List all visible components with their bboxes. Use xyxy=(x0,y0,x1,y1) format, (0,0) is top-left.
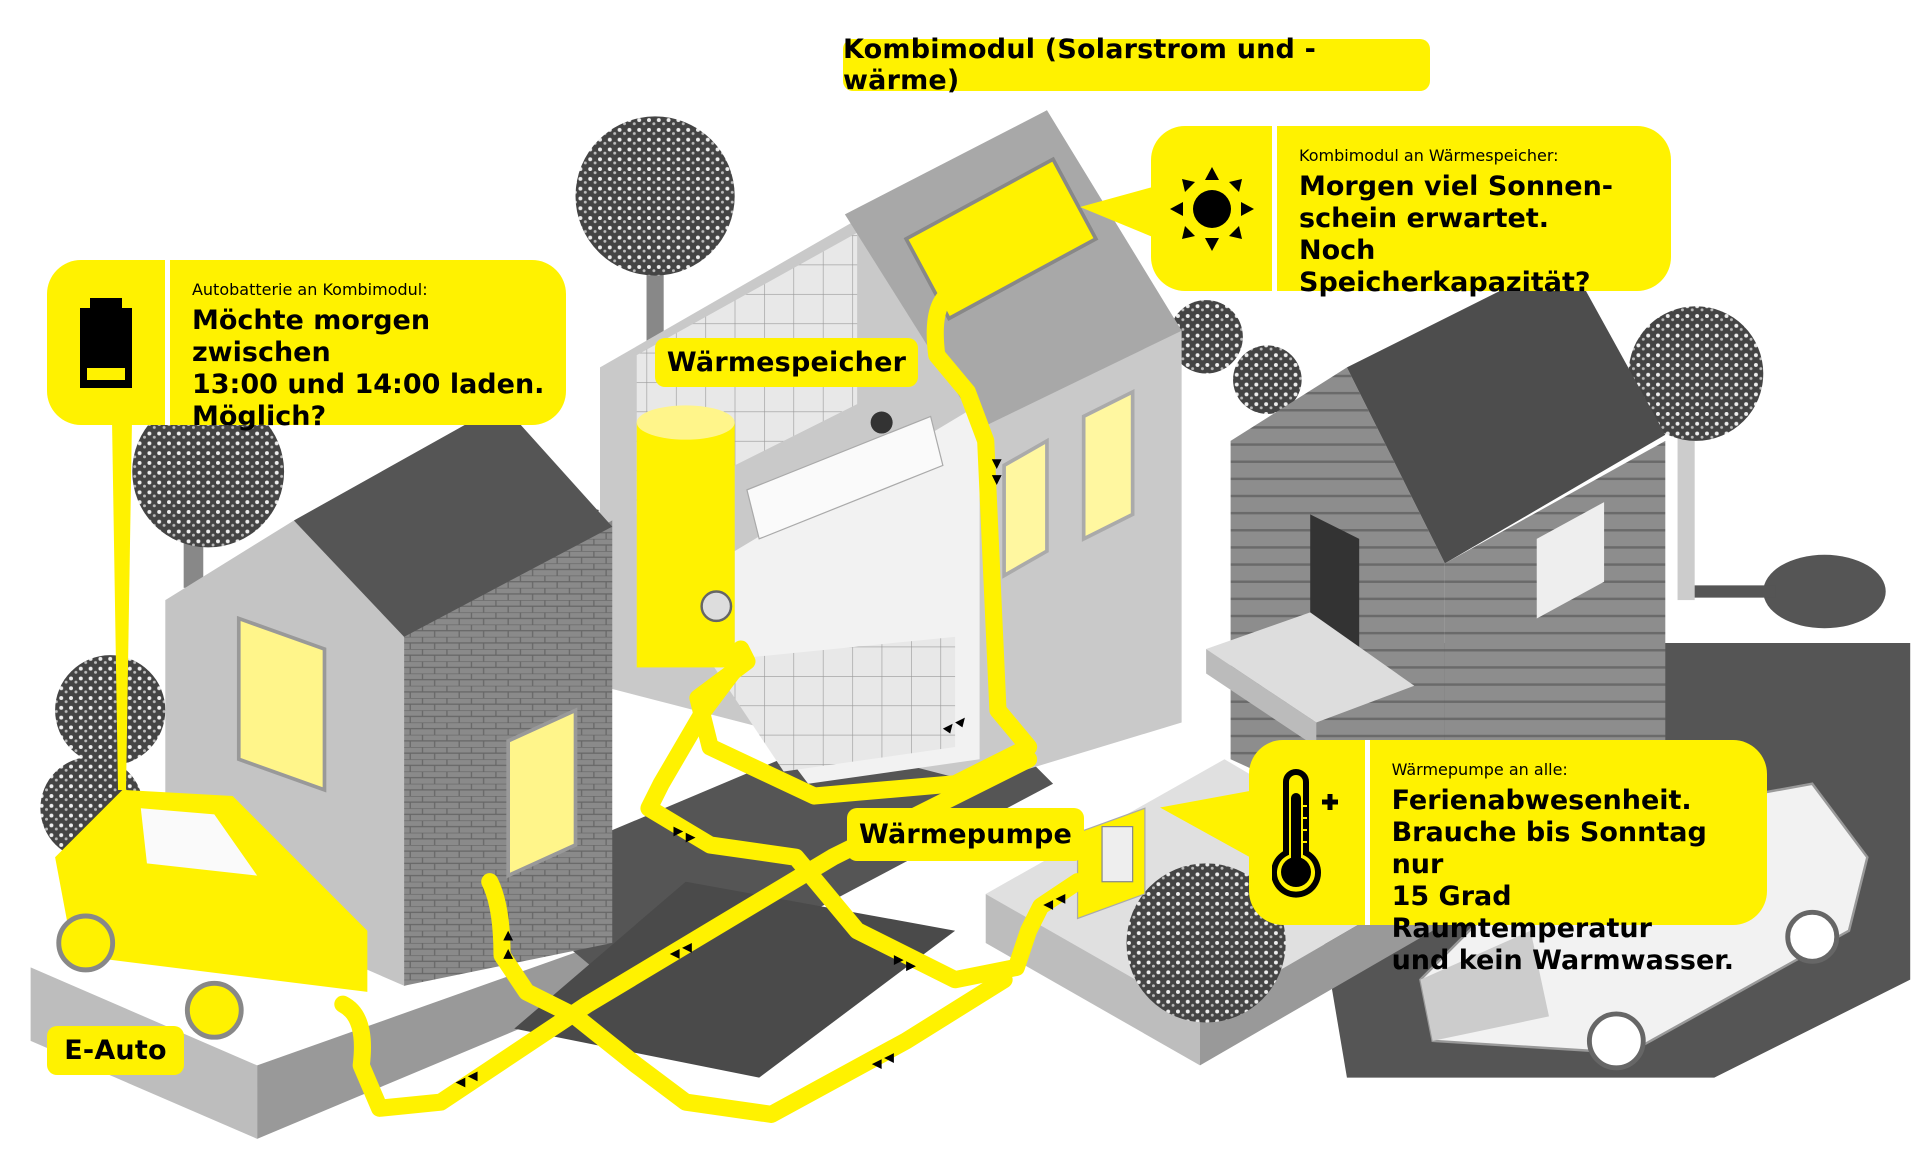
sun-icon xyxy=(1169,166,1254,251)
thermo-message-sender: Wärmepumpe an alle: xyxy=(1391,760,1568,779)
sun-message-sender: Kombimodul an Wärmespeicher: xyxy=(1299,146,1559,165)
thermo-message-bubble: Wärmepumpe an alle: Ferienabwesenheit. B… xyxy=(1249,740,1767,976)
middle-house xyxy=(600,110,1182,784)
heat-pump-unit xyxy=(1076,807,1146,920)
flow-arrows xyxy=(455,459,1066,1088)
battery-bubble-pointer xyxy=(112,420,132,790)
battery-low-icon xyxy=(79,297,132,388)
sun-message-bubble: Kombimodul an Wärmespeicher: Morgen viel… xyxy=(1151,126,1671,298)
eauto-label: E-Auto xyxy=(47,1026,184,1075)
thermo-message-text: Ferienabwesenheit. Brauche bis Sonntag n… xyxy=(1391,785,1734,976)
sun-icon-cell xyxy=(1151,126,1278,291)
sun-message-text: Morgen viel Sonnen- schein erwartet. Noc… xyxy=(1299,171,1614,298)
battery-message-sender: Autobatterie an Kombimodul: xyxy=(191,280,428,299)
battery-message-bubble: Autobatterie an Kombimodul: Möchte morge… xyxy=(47,260,566,432)
battery-icon-cell xyxy=(47,260,170,425)
waermespeicher-label: Wärmespeicher xyxy=(655,338,918,387)
waermepumpe-label: Wärmepumpe xyxy=(847,808,1084,861)
battery-message-text: Möchte morgen zwischen 13:00 und 14:00 l… xyxy=(191,305,545,432)
thermo-icon-cell xyxy=(1249,740,1370,925)
thermometer-plus-icon xyxy=(1271,768,1338,898)
kombimodul-label: Kombimodul (Solarstrom und -wärme) xyxy=(843,34,1430,96)
e-auto-car xyxy=(55,789,368,1040)
trees xyxy=(40,116,1764,1023)
energy-pipes xyxy=(334,285,1087,1123)
